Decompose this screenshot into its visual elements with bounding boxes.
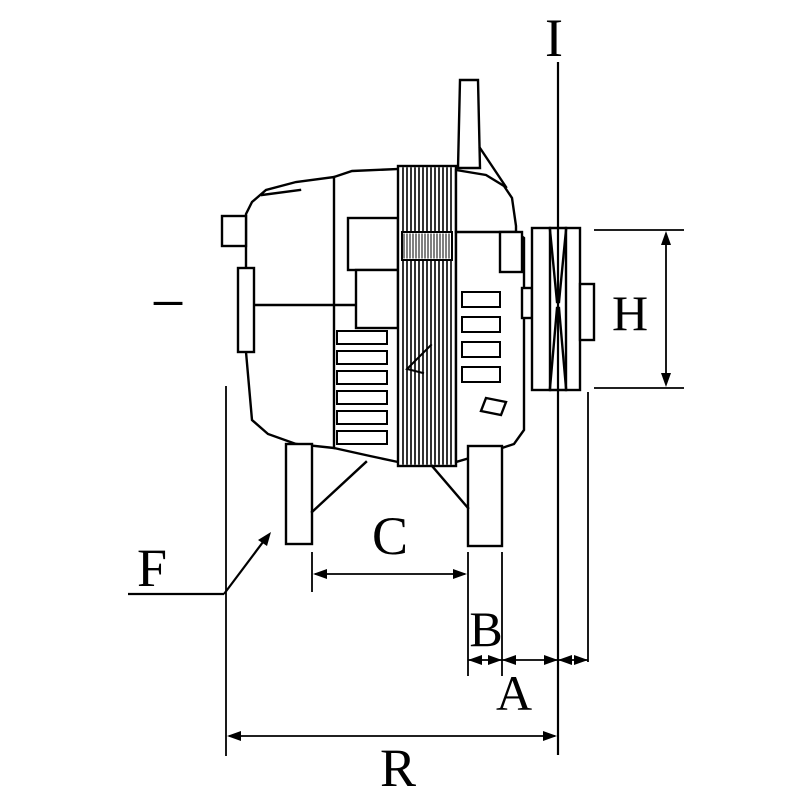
shaft-spacer <box>520 286 534 320</box>
front-mounting-foot <box>466 444 504 548</box>
rear-mounting-lug <box>284 442 314 546</box>
dim-B-A: B A <box>467 392 589 721</box>
front-vent-slots <box>461 291 501 383</box>
stator-winding-ribs <box>403 233 450 259</box>
adjuster-stud <box>456 78 482 170</box>
dim-label-I: I <box>545 8 563 68</box>
dim-label-A: A <box>496 665 532 721</box>
rear-housing-step-line <box>260 188 302 197</box>
dim-label-R: R <box>380 738 416 798</box>
h-arrowhead-bottom <box>661 373 671 387</box>
pulley-left-flange <box>530 226 552 392</box>
stator-ribs <box>402 167 452 465</box>
ba-arrowhead-3 <box>502 655 516 665</box>
stator-marker <box>405 343 433 375</box>
front-housing-tab <box>479 396 508 417</box>
mid-bottom-edge <box>332 446 400 464</box>
r-arrowhead-left <box>227 731 241 741</box>
mid-top-edge <box>332 167 400 179</box>
dimension-lines: I H C <box>128 8 684 798</box>
h-arrowhead-top <box>661 231 671 245</box>
rectifier-box <box>354 268 400 330</box>
minus-terminal-mark: − <box>151 270 186 338</box>
side-terminal-boss <box>236 266 256 354</box>
pulley-right-flange <box>564 226 582 392</box>
ba-arrowhead-5 <box>558 655 572 665</box>
dim-C: C <box>311 506 467 592</box>
ba-arrowhead-6 <box>574 655 588 665</box>
dim-I: I <box>545 8 563 755</box>
dim-label-H: H <box>612 285 648 341</box>
rear-vent-slots <box>336 330 388 445</box>
adjuster-brace-line <box>478 146 508 189</box>
regulator-plug <box>498 230 524 274</box>
c-arrowhead-left <box>313 569 327 579</box>
dim-label-F: F <box>137 538 167 598</box>
dim-label-B: B <box>469 601 502 657</box>
dim-F: F <box>128 532 271 598</box>
f-leader-arrow-line <box>223 537 267 595</box>
rear-housing-outline <box>244 175 336 450</box>
terminal-block <box>220 214 248 248</box>
ba-arrowhead-2 <box>488 655 502 665</box>
alternator-body <box>220 78 596 548</box>
dim-R: R <box>225 386 557 798</box>
rear-lug-brace <box>310 460 368 514</box>
c-arrowhead-right <box>453 569 467 579</box>
dim-H: H <box>594 229 684 389</box>
ba-arrowhead-4 <box>544 655 558 665</box>
ba-arrowhead-1 <box>468 655 482 665</box>
r-arrowhead-right <box>543 731 557 741</box>
pulley-hub <box>578 282 596 342</box>
f-arrowhead <box>258 532 271 546</box>
dim-label-C: C <box>372 506 408 566</box>
brush-holder <box>346 216 400 272</box>
front-foot-brace <box>430 464 470 510</box>
